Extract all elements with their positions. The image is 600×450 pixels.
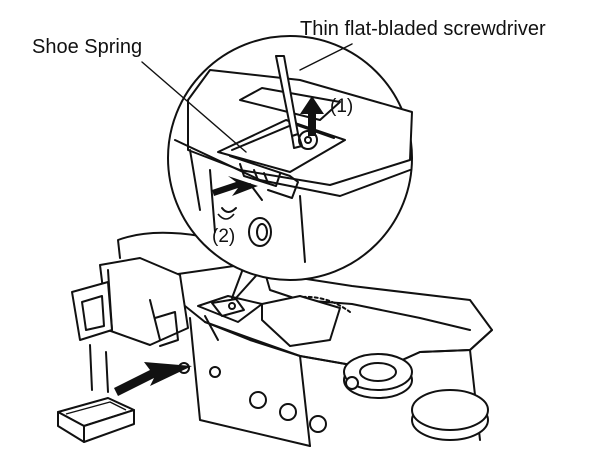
arrow-removal-icon bbox=[114, 362, 192, 396]
arrow-left-icon bbox=[212, 176, 258, 196]
label-step-2: (2) bbox=[212, 226, 236, 247]
leader-screwdriver bbox=[299, 43, 353, 71]
screwdriver bbox=[275, 55, 303, 149]
rotation-mark-icon bbox=[217, 213, 235, 220]
mode-dial bbox=[343, 353, 413, 399]
magnifier-callout bbox=[167, 35, 413, 299]
hot-shoe-body bbox=[197, 295, 341, 347]
shoe-cover bbox=[57, 397, 135, 443]
front-button-2 bbox=[279, 403, 297, 421]
arrow-up-icon bbox=[300, 96, 324, 136]
leader-shoe-spring bbox=[141, 61, 247, 153]
viewfinder bbox=[71, 231, 263, 393]
control-dial bbox=[411, 389, 489, 441]
label-screwdriver: Thin flat-bladed screwdriver bbox=[300, 18, 546, 40]
front-button-1 bbox=[249, 391, 267, 409]
camera-body bbox=[149, 261, 493, 447]
label-shoe-spring: Shoe Spring bbox=[32, 36, 143, 58]
front-button-3 bbox=[309, 415, 327, 433]
label-step-1: (1) bbox=[330, 96, 354, 117]
